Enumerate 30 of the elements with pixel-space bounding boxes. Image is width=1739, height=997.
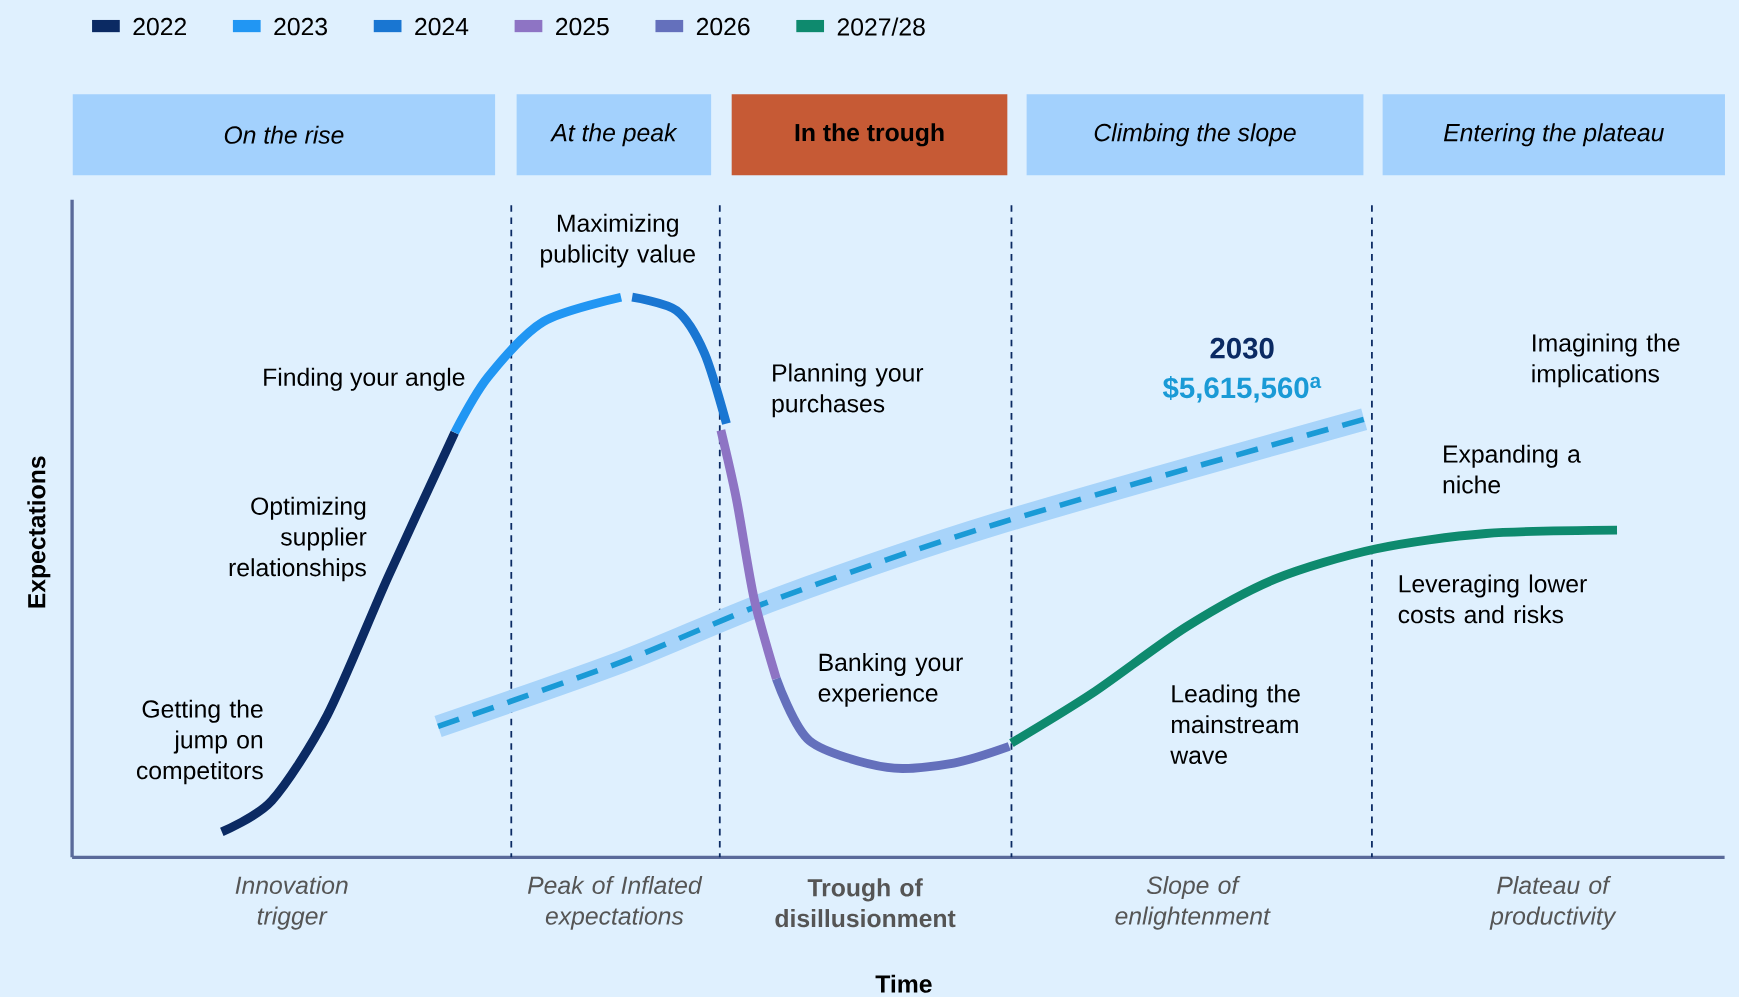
legend-label: 2027/28 <box>837 17 925 36</box>
stage-label: Getting the jump on competitors <box>137 699 263 785</box>
stage-label: Expanding a niche <box>1443 444 1581 494</box>
legend-label: 2022 <box>133 17 186 36</box>
phase-header: At the peak <box>516 94 712 176</box>
phase-name: Trough of disillusionment <box>775 878 956 928</box>
stage-label: Banking your experience <box>818 652 963 707</box>
stage-label: Optimizing supplier relationships <box>229 496 367 582</box>
phase-name: Plateau of productivity <box>1489 875 1617 930</box>
stage-label: Imagining the implications <box>1532 333 1680 388</box>
legend-label: 2024 <box>415 17 469 36</box>
legend-label: 2025 <box>556 17 609 36</box>
phase-name: Peak of Inflated expectations <box>527 875 703 930</box>
stage-label: Planning your purchases <box>772 363 924 418</box>
phase-header: In the trough <box>731 94 1008 176</box>
phase-name: Innovation trigger <box>235 875 348 930</box>
stage-label: Leveraging lower costs and risks <box>1398 574 1587 624</box>
stage-label: Maximizing publicity value <box>541 213 695 268</box>
stage-label: Finding your angle <box>264 367 465 391</box>
forecast-year: 2030 <box>1210 337 1274 359</box>
forecast-value: $5,615,560$^{a}$ <box>1162 376 1322 403</box>
phase-header: Climbing the slope <box>1026 94 1364 176</box>
stage-label: Leading the mainstream wave <box>1170 684 1300 764</box>
axis-title: Time <box>875 974 932 993</box>
legend-label: 2023 <box>274 17 327 36</box>
phase-header: Entering the plateau <box>1382 94 1725 176</box>
phase-name: Slope of enlightenment <box>1115 875 1271 930</box>
phase-header: On the rise <box>72 94 496 176</box>
axis-title: Expectations <box>27 456 51 608</box>
legend-label: 2026 <box>696 17 750 36</box>
